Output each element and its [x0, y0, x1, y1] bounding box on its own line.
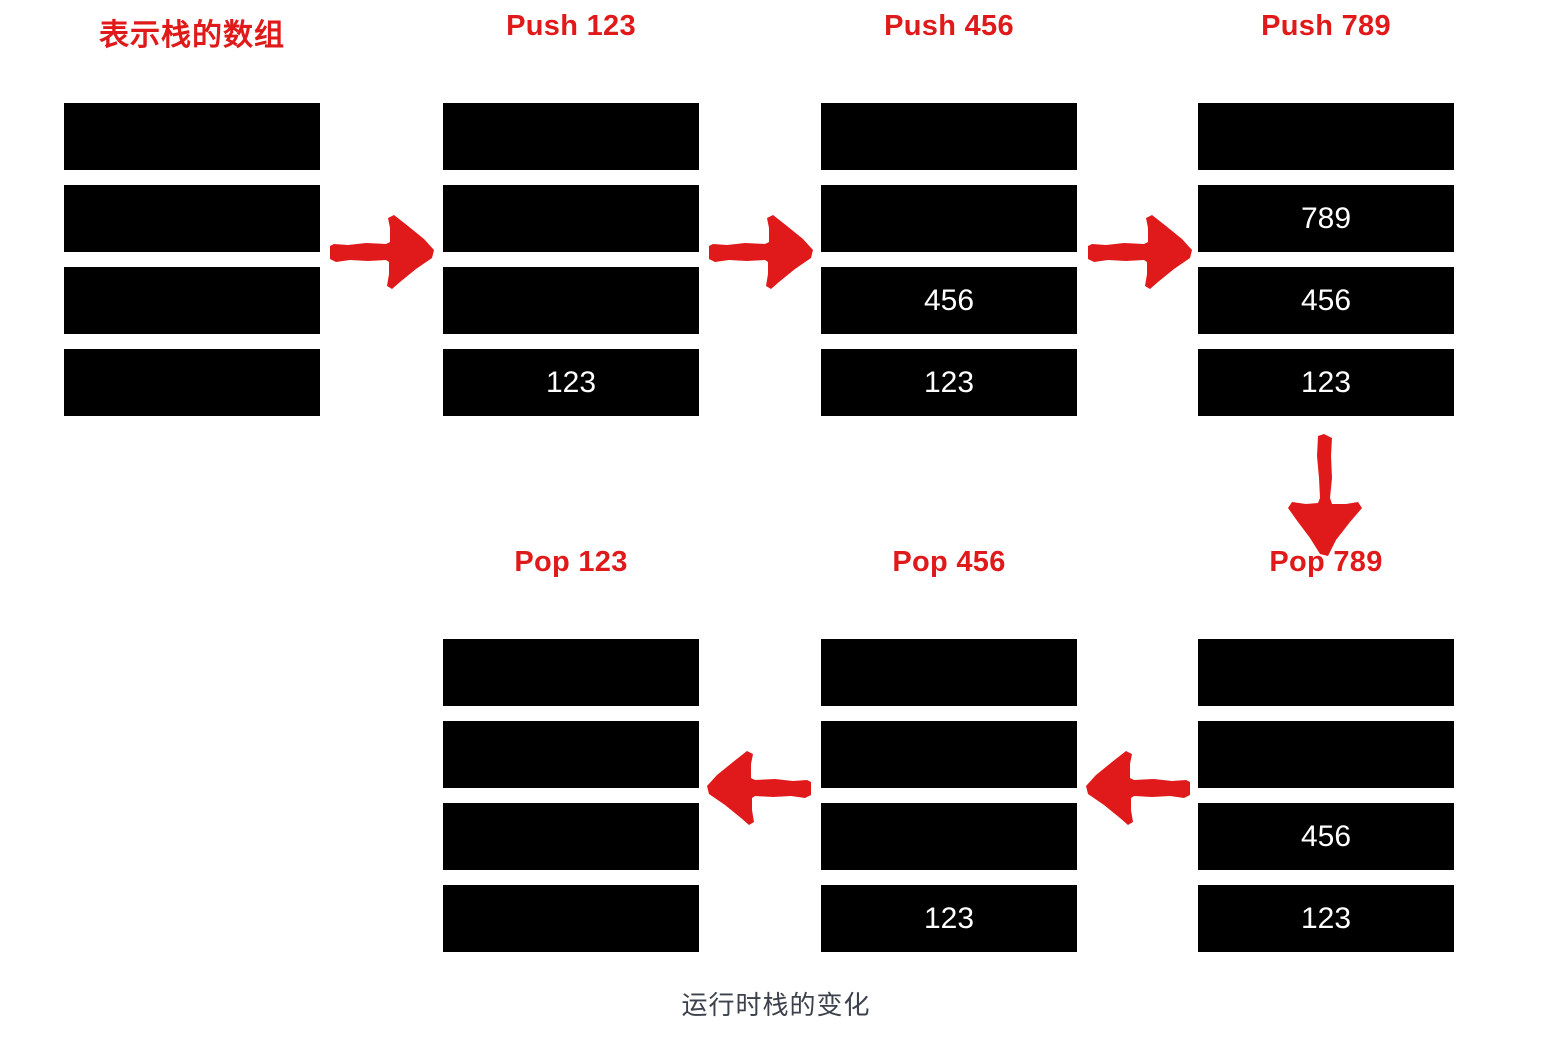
stack-boxes-push-789: 789 456 123: [1198, 103, 1454, 416]
stack-boxes-push-123: 123: [443, 103, 699, 416]
stack-cell: 456: [1198, 803, 1454, 870]
arrow-push456-icon: [707, 212, 817, 294]
stack-cell: [443, 639, 699, 706]
stack-cell: [64, 185, 320, 252]
arrow-push123-icon: [328, 212, 438, 294]
column-title-push-123: Push 123: [506, 10, 636, 42]
stack-cell: 456: [1198, 267, 1454, 334]
stack-cell: [443, 885, 699, 952]
arrow-to-pop789-icon: [1272, 432, 1382, 562]
stack-cell-value: 123: [923, 901, 975, 935]
column-title-pop-789: Pop 789: [1269, 546, 1383, 578]
stack-cell: [64, 267, 320, 334]
stack-cell: [443, 803, 699, 870]
stack-cell: 123: [821, 349, 1077, 416]
stack-cell: [821, 803, 1077, 870]
diagram-caption: 运行时栈的变化: [681, 991, 871, 1021]
column-title-push-789: Push 789: [1261, 10, 1391, 42]
arrow-pop123-icon: [703, 748, 813, 830]
stack-cell-value: 123: [1300, 901, 1352, 935]
stack-cell: [1198, 103, 1454, 170]
stack-cell: 789: [1198, 185, 1454, 252]
stack-cell-value: 123: [923, 365, 975, 399]
column-title-pop-123: Pop 123: [514, 546, 628, 578]
stack-cell: 123: [443, 349, 699, 416]
stack-cell: [821, 639, 1077, 706]
stack-cell: 456: [821, 267, 1077, 334]
stack-cell: [64, 349, 320, 416]
stack-cell: [821, 103, 1077, 170]
stack-cell-value: 123: [545, 365, 597, 399]
stack-cell: 123: [1198, 885, 1454, 952]
stack-boxes-pop-789: 456 123: [1198, 639, 1454, 952]
stack-cell-value: 456: [1300, 819, 1352, 853]
stack-cell-value: 789: [1300, 201, 1352, 235]
stack-cell: [821, 721, 1077, 788]
stack-cell-value: 123: [1300, 365, 1352, 399]
stack-cell: [64, 103, 320, 170]
stack-boxes-pop-123: [443, 639, 699, 952]
stack-cell-value: 456: [1300, 283, 1352, 317]
stack-boxes-push-456: 456 123: [821, 103, 1077, 416]
stack-cell: 123: [1198, 349, 1454, 416]
stack-cell: [1198, 639, 1454, 706]
column-title-pop-456: Pop 456: [892, 546, 1006, 578]
stack-cell: [443, 267, 699, 334]
stack-cell-value: 456: [923, 283, 975, 317]
stack-cell: [821, 185, 1077, 252]
arrow-pop456-icon: [1082, 748, 1192, 830]
column-title-array: 表示栈的数组: [99, 19, 285, 52]
arrow-push789-icon: [1086, 212, 1196, 294]
stack-boxes-array: [64, 103, 320, 416]
stack-cell: [443, 103, 699, 170]
stack-cell: [1198, 721, 1454, 788]
column-title-push-456: Push 456: [884, 10, 1014, 42]
stack-boxes-pop-456: 123: [821, 639, 1077, 952]
stack-cell: [443, 721, 699, 788]
stack-cell: [443, 185, 699, 252]
stack-cell: 123: [821, 885, 1077, 952]
